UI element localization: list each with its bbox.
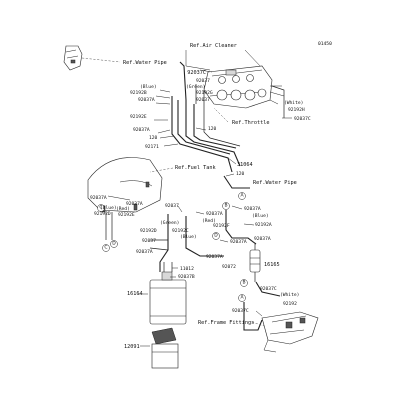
marker-d-mid-label: D xyxy=(214,233,218,239)
label-92192e: 92192E xyxy=(130,114,147,120)
marker-b-mid-label: B xyxy=(224,203,227,209)
ref-throttle: Ref.Throttle xyxy=(232,120,269,126)
marker-b-mid xyxy=(222,202,230,210)
label-12091: 12091 xyxy=(124,344,140,350)
marker-c-left xyxy=(97,204,105,212)
label-92192c: 92192C xyxy=(172,228,189,234)
label-16164: 16164 xyxy=(127,291,143,297)
label-white-top: (White) xyxy=(284,100,303,106)
marker-c-left-label: C xyxy=(99,205,102,211)
label-92037-mid2: 92037 xyxy=(142,238,156,244)
label-92192f: 92192F xyxy=(213,223,230,229)
canister-16164 xyxy=(149,262,187,325)
throttle-body-assembly xyxy=(203,65,285,109)
label-92037a-left2: 92037A xyxy=(126,201,143,207)
ref-water-pipe-mid: Ref.Water Pipe xyxy=(253,180,297,186)
label-92037a-mid4: 92037A xyxy=(230,239,247,245)
label-92037c-right: 92037C xyxy=(294,116,311,122)
frame-fittings-bracket xyxy=(261,311,319,353)
ref-water-pipe-top: Ref.Water Pipe xyxy=(123,60,167,66)
label-120-b: 120 xyxy=(149,135,158,141)
ref-frame-fittings: Ref.Frame Fittings xyxy=(198,320,254,326)
label-green-mid: (Green) xyxy=(160,220,179,226)
label-green-top: (Green) xyxy=(186,84,205,90)
label-red-mid: (Red) xyxy=(202,218,216,224)
part-12091 xyxy=(151,327,179,369)
label-92192h: 92192H xyxy=(288,107,305,113)
label-16165: 16165 xyxy=(264,262,280,268)
label-92192d-left: 92192D xyxy=(94,211,111,217)
label-white-low: (White) xyxy=(280,292,299,298)
label-92037c-top: 92037C xyxy=(187,70,206,76)
marker-d-left xyxy=(110,240,118,248)
diagram-id: 01450 xyxy=(318,41,332,47)
label-92072: 92072 xyxy=(222,264,236,270)
label-11012: 11012 xyxy=(180,266,194,272)
marker-d-mid xyxy=(212,232,220,240)
label-92037c-low2: 92037C xyxy=(232,308,249,314)
marker-d-left-label: D xyxy=(112,241,116,247)
label-92192a: 92192A xyxy=(255,222,272,228)
label-92037a-mid3: 92037A xyxy=(206,254,223,260)
label-92192: 92192 xyxy=(283,301,297,307)
label-92192d-mid: 92192D xyxy=(140,228,157,234)
marker-b-right-label: B xyxy=(242,280,245,286)
label-92192e-left: 92192E xyxy=(118,212,135,218)
label-31064: 31064 xyxy=(237,162,253,168)
fuel-filter-16165 xyxy=(249,244,261,282)
ref-fuel-tank: Ref.Fuel Tank xyxy=(175,165,216,171)
label-92192b: 92192B xyxy=(130,90,147,96)
label-blue-mid: (Blue) xyxy=(180,234,197,240)
label-92037a-right: 92037A xyxy=(244,206,261,212)
marker-b-right xyxy=(240,279,248,287)
label-120-a: 120 xyxy=(208,126,217,132)
marker-a-right-label: A xyxy=(240,295,244,301)
marker-a-mid-label: A xyxy=(240,193,244,199)
label-92171: 92171 xyxy=(145,144,159,150)
label-92037a-b: 92037A xyxy=(138,97,155,103)
label-92037a-left: 92037A xyxy=(90,195,107,201)
label-blue-top: (Blue) xyxy=(140,84,157,90)
hose-bundle xyxy=(171,96,241,173)
label-92037c-low: 92037C xyxy=(260,286,277,292)
label-92037b: 92037B xyxy=(178,274,195,280)
label-92037-mid: 92037 xyxy=(165,203,179,209)
label-blue-left: (Blue) xyxy=(100,205,117,211)
water-pipe-bracket-top xyxy=(63,45,83,71)
marker-a-right xyxy=(238,294,246,302)
marker-c-left-low-label: C xyxy=(104,245,107,251)
label-120-c: 120 xyxy=(236,171,245,177)
label-92037a-mid2: 92037A xyxy=(136,249,153,255)
label-92037a-right2: 92037A xyxy=(254,236,271,242)
marker-c-left-low xyxy=(102,244,110,252)
marker-a-mid xyxy=(238,192,246,200)
label-blue-right: (Blue) xyxy=(252,213,269,219)
label-92037-c: 92037 xyxy=(196,97,210,103)
label-red-left: (Red) xyxy=(116,206,130,212)
label-92192g: 92192G xyxy=(196,90,213,96)
label-92037a-mid: 92037A xyxy=(206,211,223,217)
label-92037-top: 92037 xyxy=(196,78,210,84)
fuel-tank-outline xyxy=(87,157,163,213)
label-92037a-c: 92037A xyxy=(133,127,150,133)
ref-air-cleaner: Ref.Air Cleaner xyxy=(190,43,237,49)
